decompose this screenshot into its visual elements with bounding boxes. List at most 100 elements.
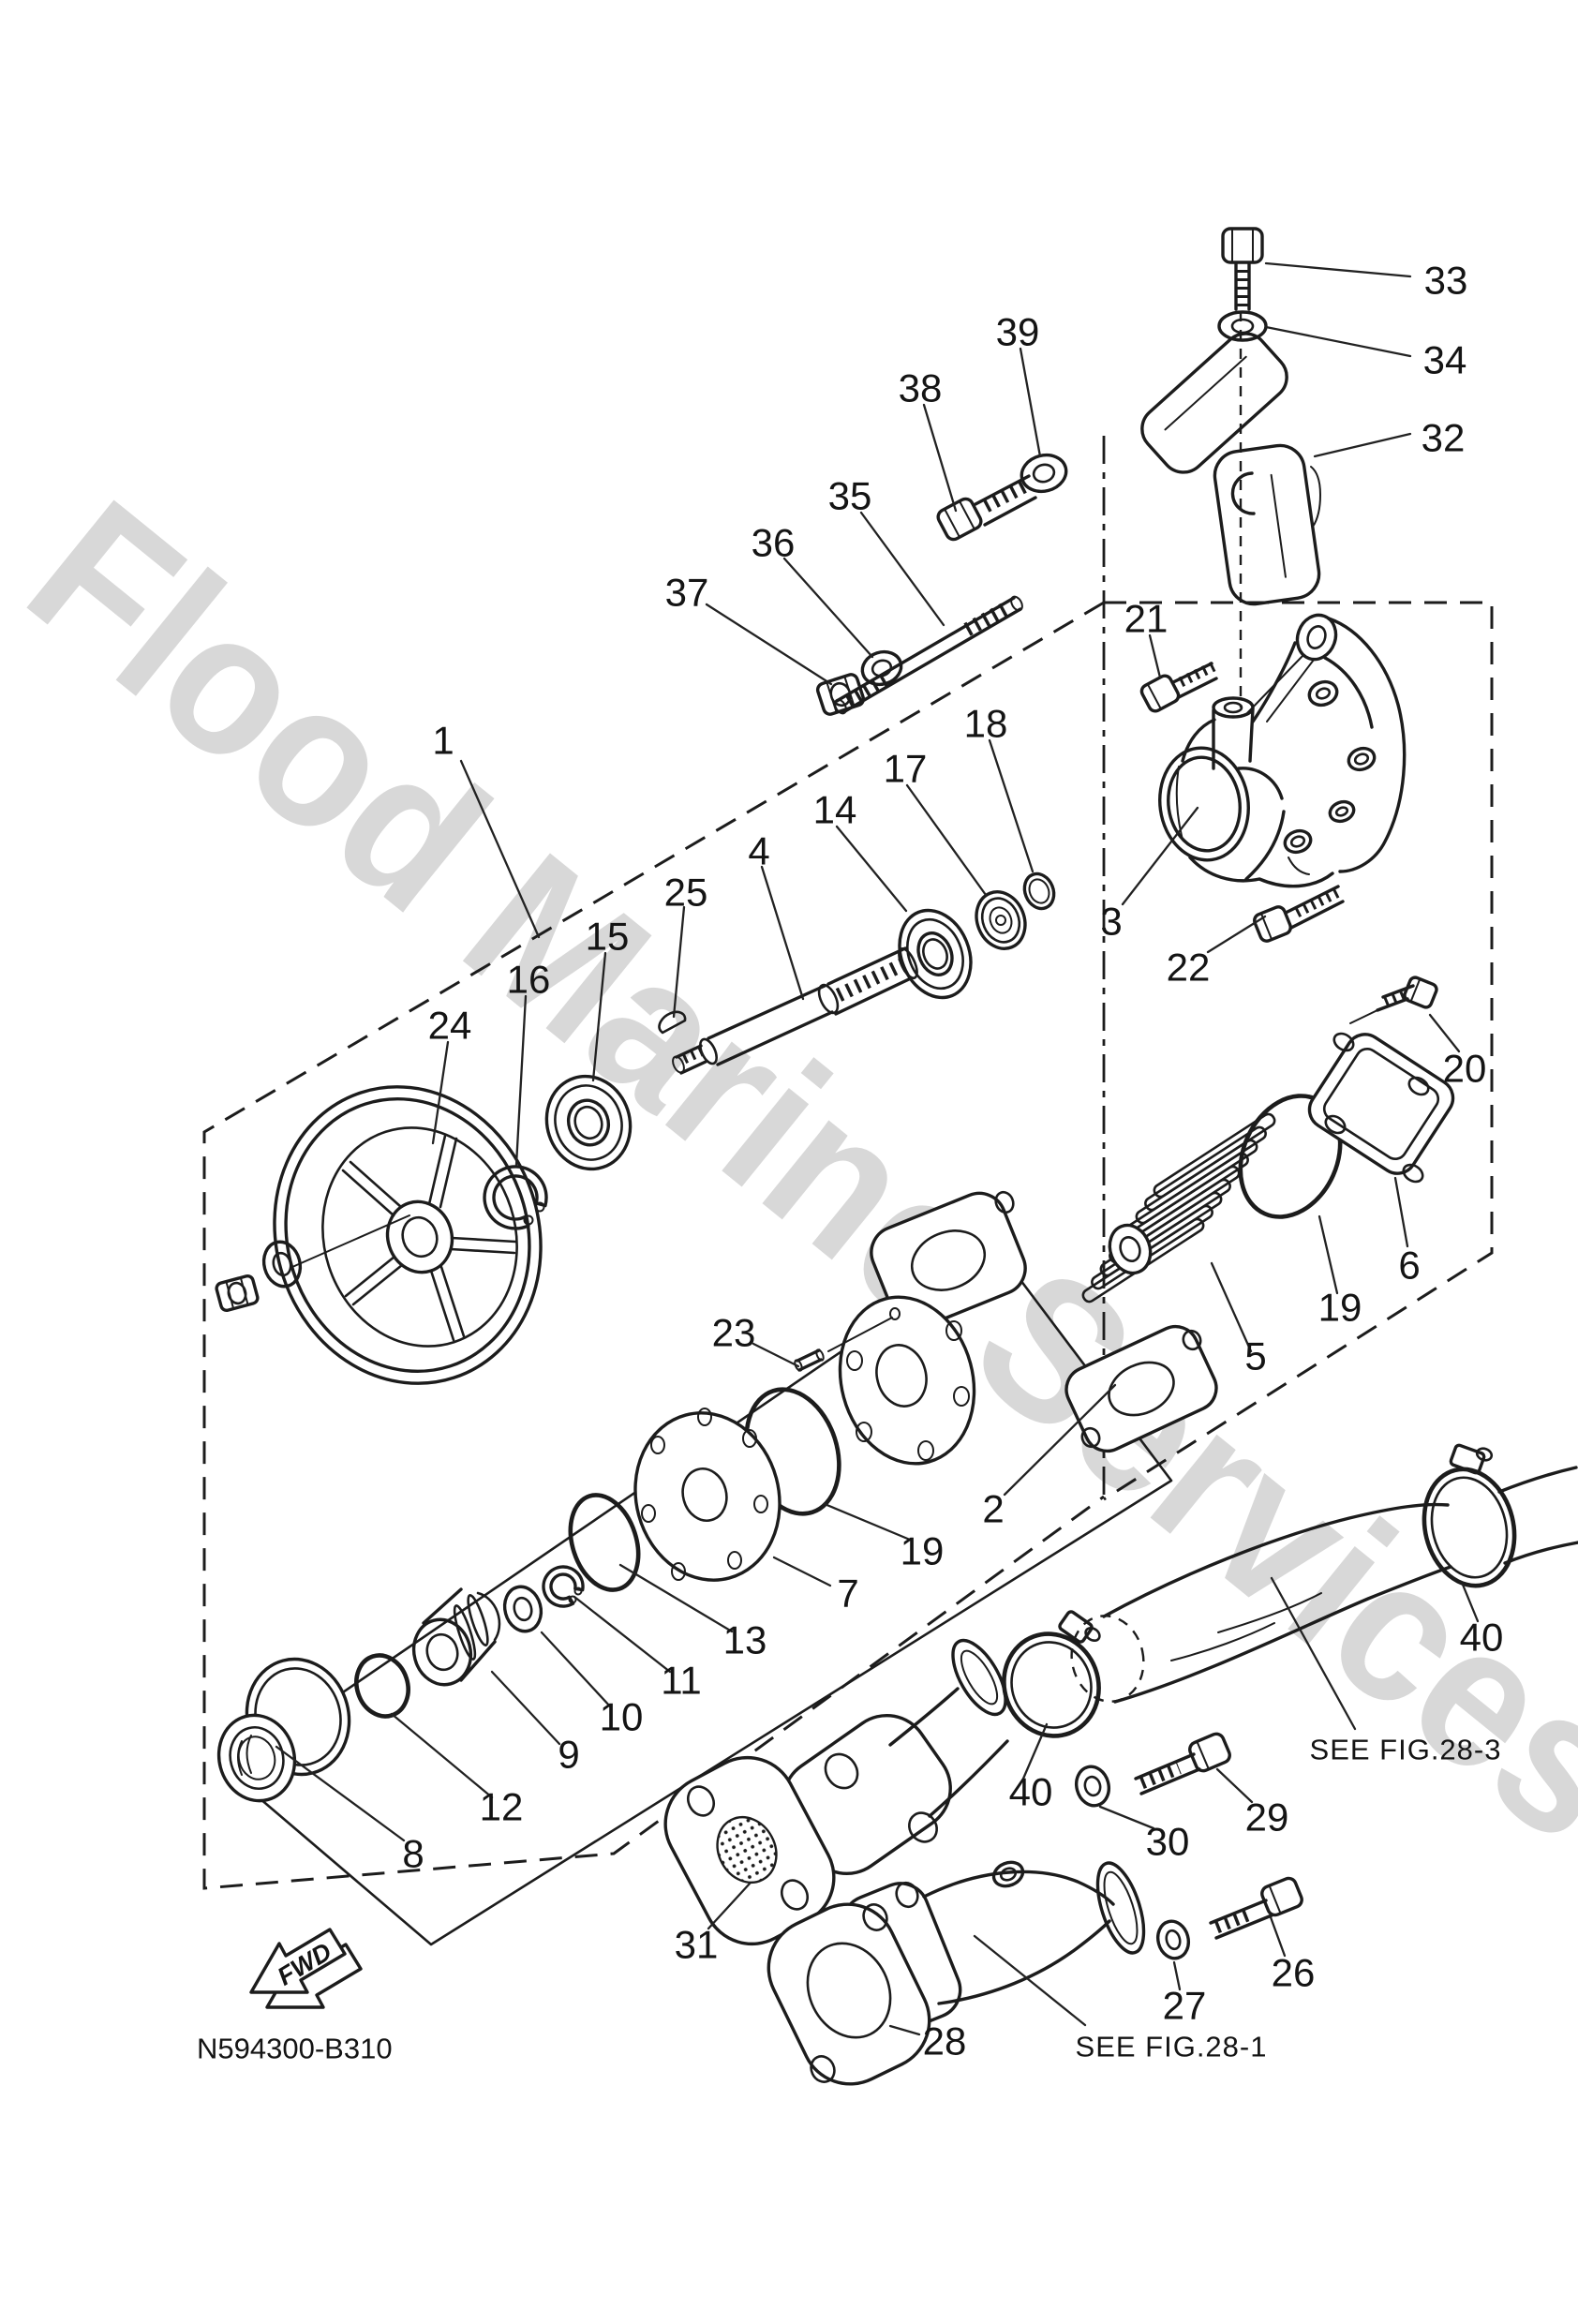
fastener-group [815, 453, 1068, 716]
leader-line [591, 951, 607, 1082]
anode-cover-group [1140, 227, 1322, 708]
circlip-11 [542, 1565, 585, 1608]
part-number-label: 15 [586, 915, 630, 959]
bolt-26 [1209, 1876, 1303, 1940]
leader-line [760, 865, 805, 1001]
washer-10 [502, 1585, 543, 1633]
impeller-shaft-4 [672, 946, 918, 1075]
callout-16: 16 [507, 958, 550, 1167]
figure-reference-label: SEE FIG.28-3 [1310, 1734, 1502, 1766]
pulley-shaft-group [215, 872, 1056, 1385]
nut-37 [815, 673, 866, 716]
wear-plate-2 [838, 1295, 976, 1466]
callout-40: 40 [1009, 1722, 1053, 1814]
callout-25: 25 [664, 871, 707, 1019]
leader-line [823, 1502, 912, 1542]
leader-line [1264, 325, 1412, 358]
callout-2: 2 [982, 1383, 1117, 1531]
leader-line [1270, 1576, 1357, 1731]
leader-line [988, 738, 1035, 873]
pulley-nut [215, 1274, 260, 1313]
callout-layer: 1234567891011121314151617181919202122232… [275, 259, 1503, 2063]
assembly-boxes [202, 436, 1494, 1946]
part-number-label: 1 [432, 719, 454, 763]
part-number-label: 21 [1124, 597, 1169, 641]
callout-20: 20 [1428, 1013, 1486, 1091]
part-number-label: 19 [1318, 1286, 1362, 1330]
woodruff-key-25 [658, 1010, 687, 1035]
part-number-label: 33 [1424, 259, 1468, 303]
leader-line [540, 1631, 613, 1709]
part-number-label: 31 [675, 1923, 719, 1967]
part-number-label: 12 [480, 1785, 524, 1829]
leader-line [772, 1556, 832, 1587]
callout-28: 28 [888, 2019, 967, 2063]
pump-housing-group [1139, 613, 1438, 1024]
callout-7: 7 [772, 1556, 859, 1616]
leader-line [782, 557, 874, 659]
leader-line [1428, 1013, 1461, 1053]
bearing-14 [898, 908, 973, 1000]
part-number-label: 8 [402, 1832, 424, 1876]
part-number-label: 6 [1398, 1244, 1420, 1288]
part-number-label: 22 [1167, 946, 1211, 990]
part-number-label: 5 [1244, 1334, 1266, 1378]
callout-22: 22 [1167, 915, 1267, 990]
leader-line [1121, 806, 1199, 906]
part-number-label: 26 [1272, 1951, 1316, 1995]
figure-part-number: N594300-B310 [197, 2033, 393, 2065]
gasket-28 [767, 1902, 931, 2086]
part-number-label: 2 [982, 1487, 1004, 1531]
part-number-label: 28 [923, 2019, 967, 2063]
leader-line [431, 1040, 450, 1145]
callout-33: 33 [1264, 259, 1468, 303]
part-number-label: 10 [600, 1695, 644, 1739]
part-number-label: 17 [884, 747, 928, 791]
leader-line [707, 1882, 752, 1930]
washer-39 [1020, 453, 1068, 494]
leader-line [859, 511, 945, 627]
part-number-label: 40 [1009, 1770, 1053, 1814]
part-number-label: 35 [828, 474, 872, 518]
cam-plate-7 [633, 1408, 782, 1582]
leader-line [1021, 1722, 1049, 1780]
leader-line [490, 1670, 561, 1746]
callout-24: 24 [428, 1004, 471, 1145]
seal-kit-group [216, 1387, 841, 1803]
seal-kit-box [226, 1244, 1173, 1946]
pulley-24 [273, 1085, 543, 1385]
washer-27 [1156, 1919, 1190, 1960]
leader-line [1148, 633, 1162, 679]
callout-37: 37 [665, 571, 833, 686]
callout-23: 23 [712, 1311, 800, 1368]
seal-housing-8 [216, 1657, 351, 1803]
leader-line [1215, 1767, 1254, 1804]
leader-line [888, 2024, 921, 2036]
anode-cover-32 [1140, 332, 1322, 606]
leader-line [922, 403, 958, 513]
bolt-29 [1134, 1732, 1231, 1795]
leader-line [1172, 1960, 1182, 1991]
leader-line [1269, 1915, 1287, 1958]
part-number-label: 27 [1163, 1984, 1207, 2028]
leader-line [1313, 432, 1412, 458]
pulley-washer [261, 1240, 303, 1289]
water-pump-housing-3 [1158, 613, 1407, 888]
flange-lower [1064, 1324, 1218, 1453]
leader-line [573, 1595, 672, 1674]
callout-19: 19 [823, 1502, 944, 1573]
callout-6: 6 [1393, 1176, 1421, 1288]
callout-8: 8 [275, 1745, 424, 1876]
part-number-label: 30 [1146, 1820, 1190, 1864]
callout-30: 30 [1098, 1805, 1190, 1864]
callout-21: 21 [1124, 597, 1169, 679]
oil-seal-17 [975, 890, 1027, 950]
part-number-label: 32 [1422, 416, 1466, 460]
callout-14: 14 [813, 788, 908, 913]
leader-line [1098, 1805, 1155, 1830]
leader-line [752, 1342, 800, 1368]
callout-15: 15 [586, 915, 630, 1082]
part-number-label: 3 [1100, 900, 1122, 944]
